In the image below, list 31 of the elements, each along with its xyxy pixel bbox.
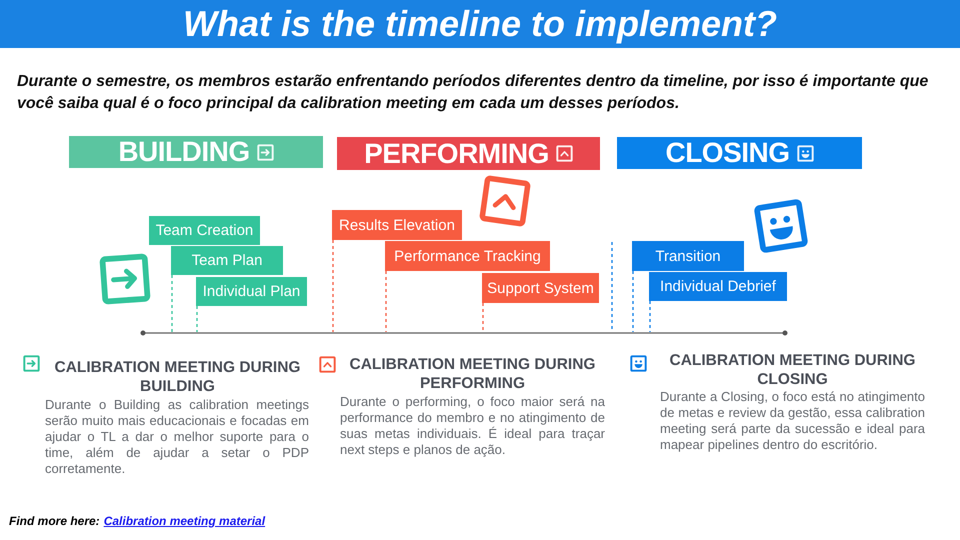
phase-title: BUILDING	[118, 137, 250, 167]
dashed-leader-line	[649, 301, 651, 332]
dashed-leader-line	[482, 303, 484, 332]
section-heading: CALIBRATION MEETING DURING BUILDING	[54, 358, 302, 396]
phase-title: PERFORMING	[364, 138, 549, 168]
phase-title: CLOSING	[665, 138, 790, 168]
dashed-leader-line	[632, 271, 634, 332]
dashed-leader-line	[385, 271, 387, 332]
dashed-leader-line	[171, 275, 173, 332]
phase-banner	[617, 137, 862, 169]
milestone-tag: Results Elevation	[332, 210, 462, 240]
milestone-tag: Support System	[482, 273, 599, 303]
milestone-tag: Team Plan	[171, 246, 283, 275]
phase-banner	[69, 136, 323, 168]
dashed-leader-line	[196, 306, 198, 332]
dashed-leader-line	[332, 240, 334, 332]
milestone-tag: Team Creation	[149, 216, 260, 245]
section-text: Durante a Closing, o foco está no atingimento de metas e review da gestão, essa calibration meeting será parte da sucessão e ideal para mapear pipelines dentro do escritório.	[660, 389, 925, 453]
milestone-tag: Transition	[632, 241, 744, 271]
milestone-tag: Performance Tracking	[385, 241, 550, 271]
section-text: Durante o Building as calibration meetings serão muito mais educacionais e focadas em ajudar o TL a dar o melhor suporte para o time, além de ajudar a setar o PDP corretamente.	[45, 397, 309, 477]
section-heading: CALIBRATION MEETING DURING CLOSING	[668, 351, 916, 389]
footer-note: Find more here:	[9, 514, 100, 528]
section-text: Durante o performing, o foco maior será na performance do membro e no atingimento de suas metas individuais. É ideal para traçar next steps e planos de ação.	[340, 394, 605, 458]
milestone-tag: Individual Debrief	[649, 272, 787, 301]
intro-paragraph: Durante o semestre, os membros estarão enfrentando períodos diferentes dentro da timeline, por isso é importante que você saiba qual é o foco principal da calibration meeting em cada um desses períodos.	[17, 72, 930, 114]
section-heading: CALIBRATION MEETING DURING PERFORMING	[348, 355, 596, 393]
milestone-tag: Individual Plan	[196, 277, 307, 306]
phase-banner	[337, 137, 600, 170]
title-bar: What is the timeline to implement?	[0, 0, 960, 48]
material-link: Calibration meeting material	[104, 514, 266, 528]
